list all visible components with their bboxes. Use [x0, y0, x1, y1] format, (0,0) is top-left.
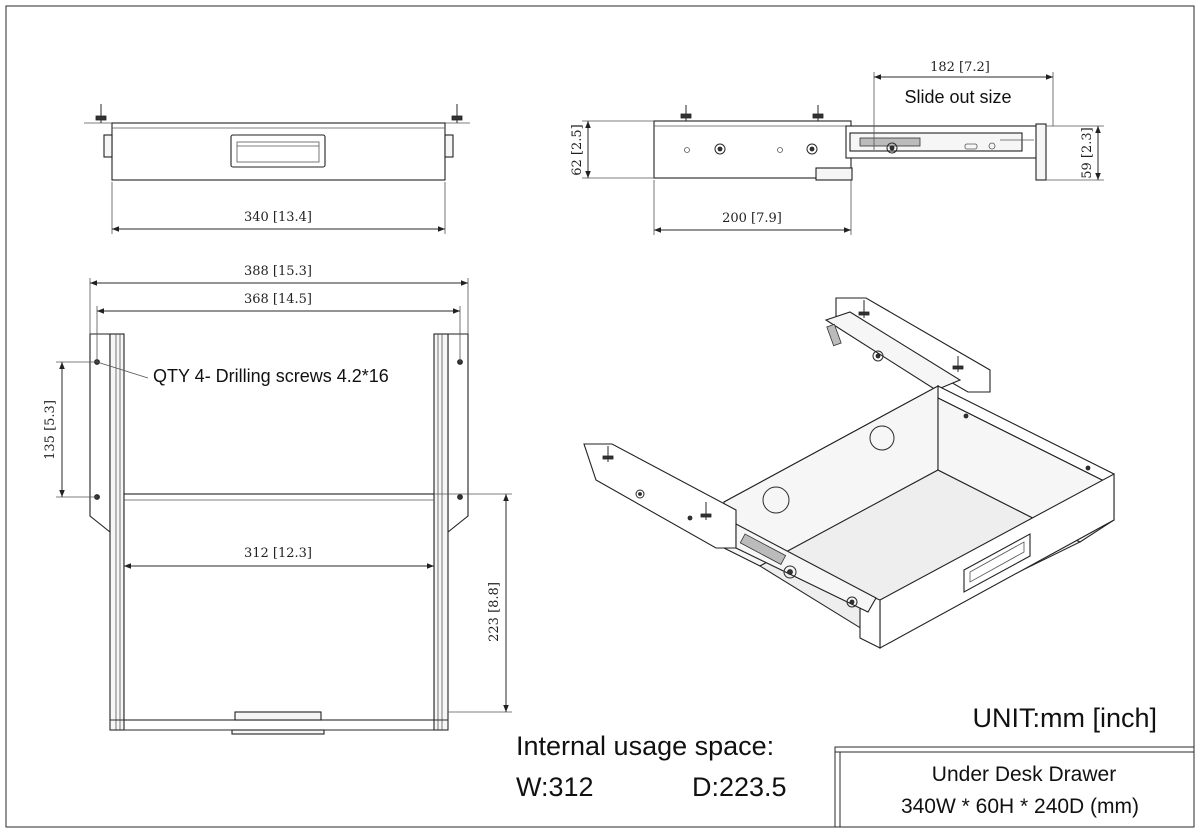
front-width-dimension: 340 [13.4]	[244, 210, 312, 225]
side-depth-dimension: 200 [7.9]	[722, 211, 782, 226]
screw-icon	[602, 446, 614, 462]
slide-out-dimension: 182 [7.2]	[930, 60, 990, 75]
slide-out-label: Slide out size	[904, 87, 1011, 107]
title-block: Under Desk Drawer 340W * 60H * 240D (mm)	[834, 746, 1195, 828]
top-outer-width-dimension: 388 [15.3]	[244, 264, 312, 279]
side-height-right-dimension: 59 [2.3]	[1080, 127, 1095, 179]
screw-icon	[451, 104, 463, 123]
unit-note: UNIT:mm [inch]	[972, 703, 1157, 733]
screw-icon	[700, 502, 712, 520]
front-view: 340 [13.4]	[84, 104, 470, 234]
top-view: QTY 4- Drilling screws 4.2*16 388 [15.3]…	[43, 264, 512, 735]
screw-icon	[95, 104, 107, 123]
internal-depth: D:223.5	[692, 772, 787, 802]
screw-icon	[680, 105, 692, 121]
top-inner-width-dimension: 368 [14.5]	[244, 292, 312, 307]
screw-icon	[858, 300, 870, 318]
side-height-left-dimension: 62 [2.5]	[570, 124, 585, 176]
screws-note: QTY 4- Drilling screws 4.2*16	[153, 366, 389, 386]
product-size: 340W * 60H * 240D (mm)	[901, 795, 1139, 818]
top-drawer-width-dimension: 312 [12.3]	[244, 546, 312, 561]
product-name: Under Desk Drawer	[932, 763, 1116, 786]
internal-space-title: Internal usage space:	[516, 731, 774, 761]
side-view: 182 [7.2] Slide out size 62 [2.5] 59 [2.…	[570, 60, 1104, 235]
screw-icon	[812, 105, 824, 121]
internal-width: W:312	[516, 772, 594, 802]
screw-icon	[952, 356, 964, 372]
top-drawer-depth-dimension: 223 [8.8]	[487, 582, 502, 642]
sheet-border	[5, 5, 1195, 828]
isometric-view	[583, 297, 1115, 649]
top-screw-spacing-dimension: 135 [5.3]	[43, 400, 58, 460]
